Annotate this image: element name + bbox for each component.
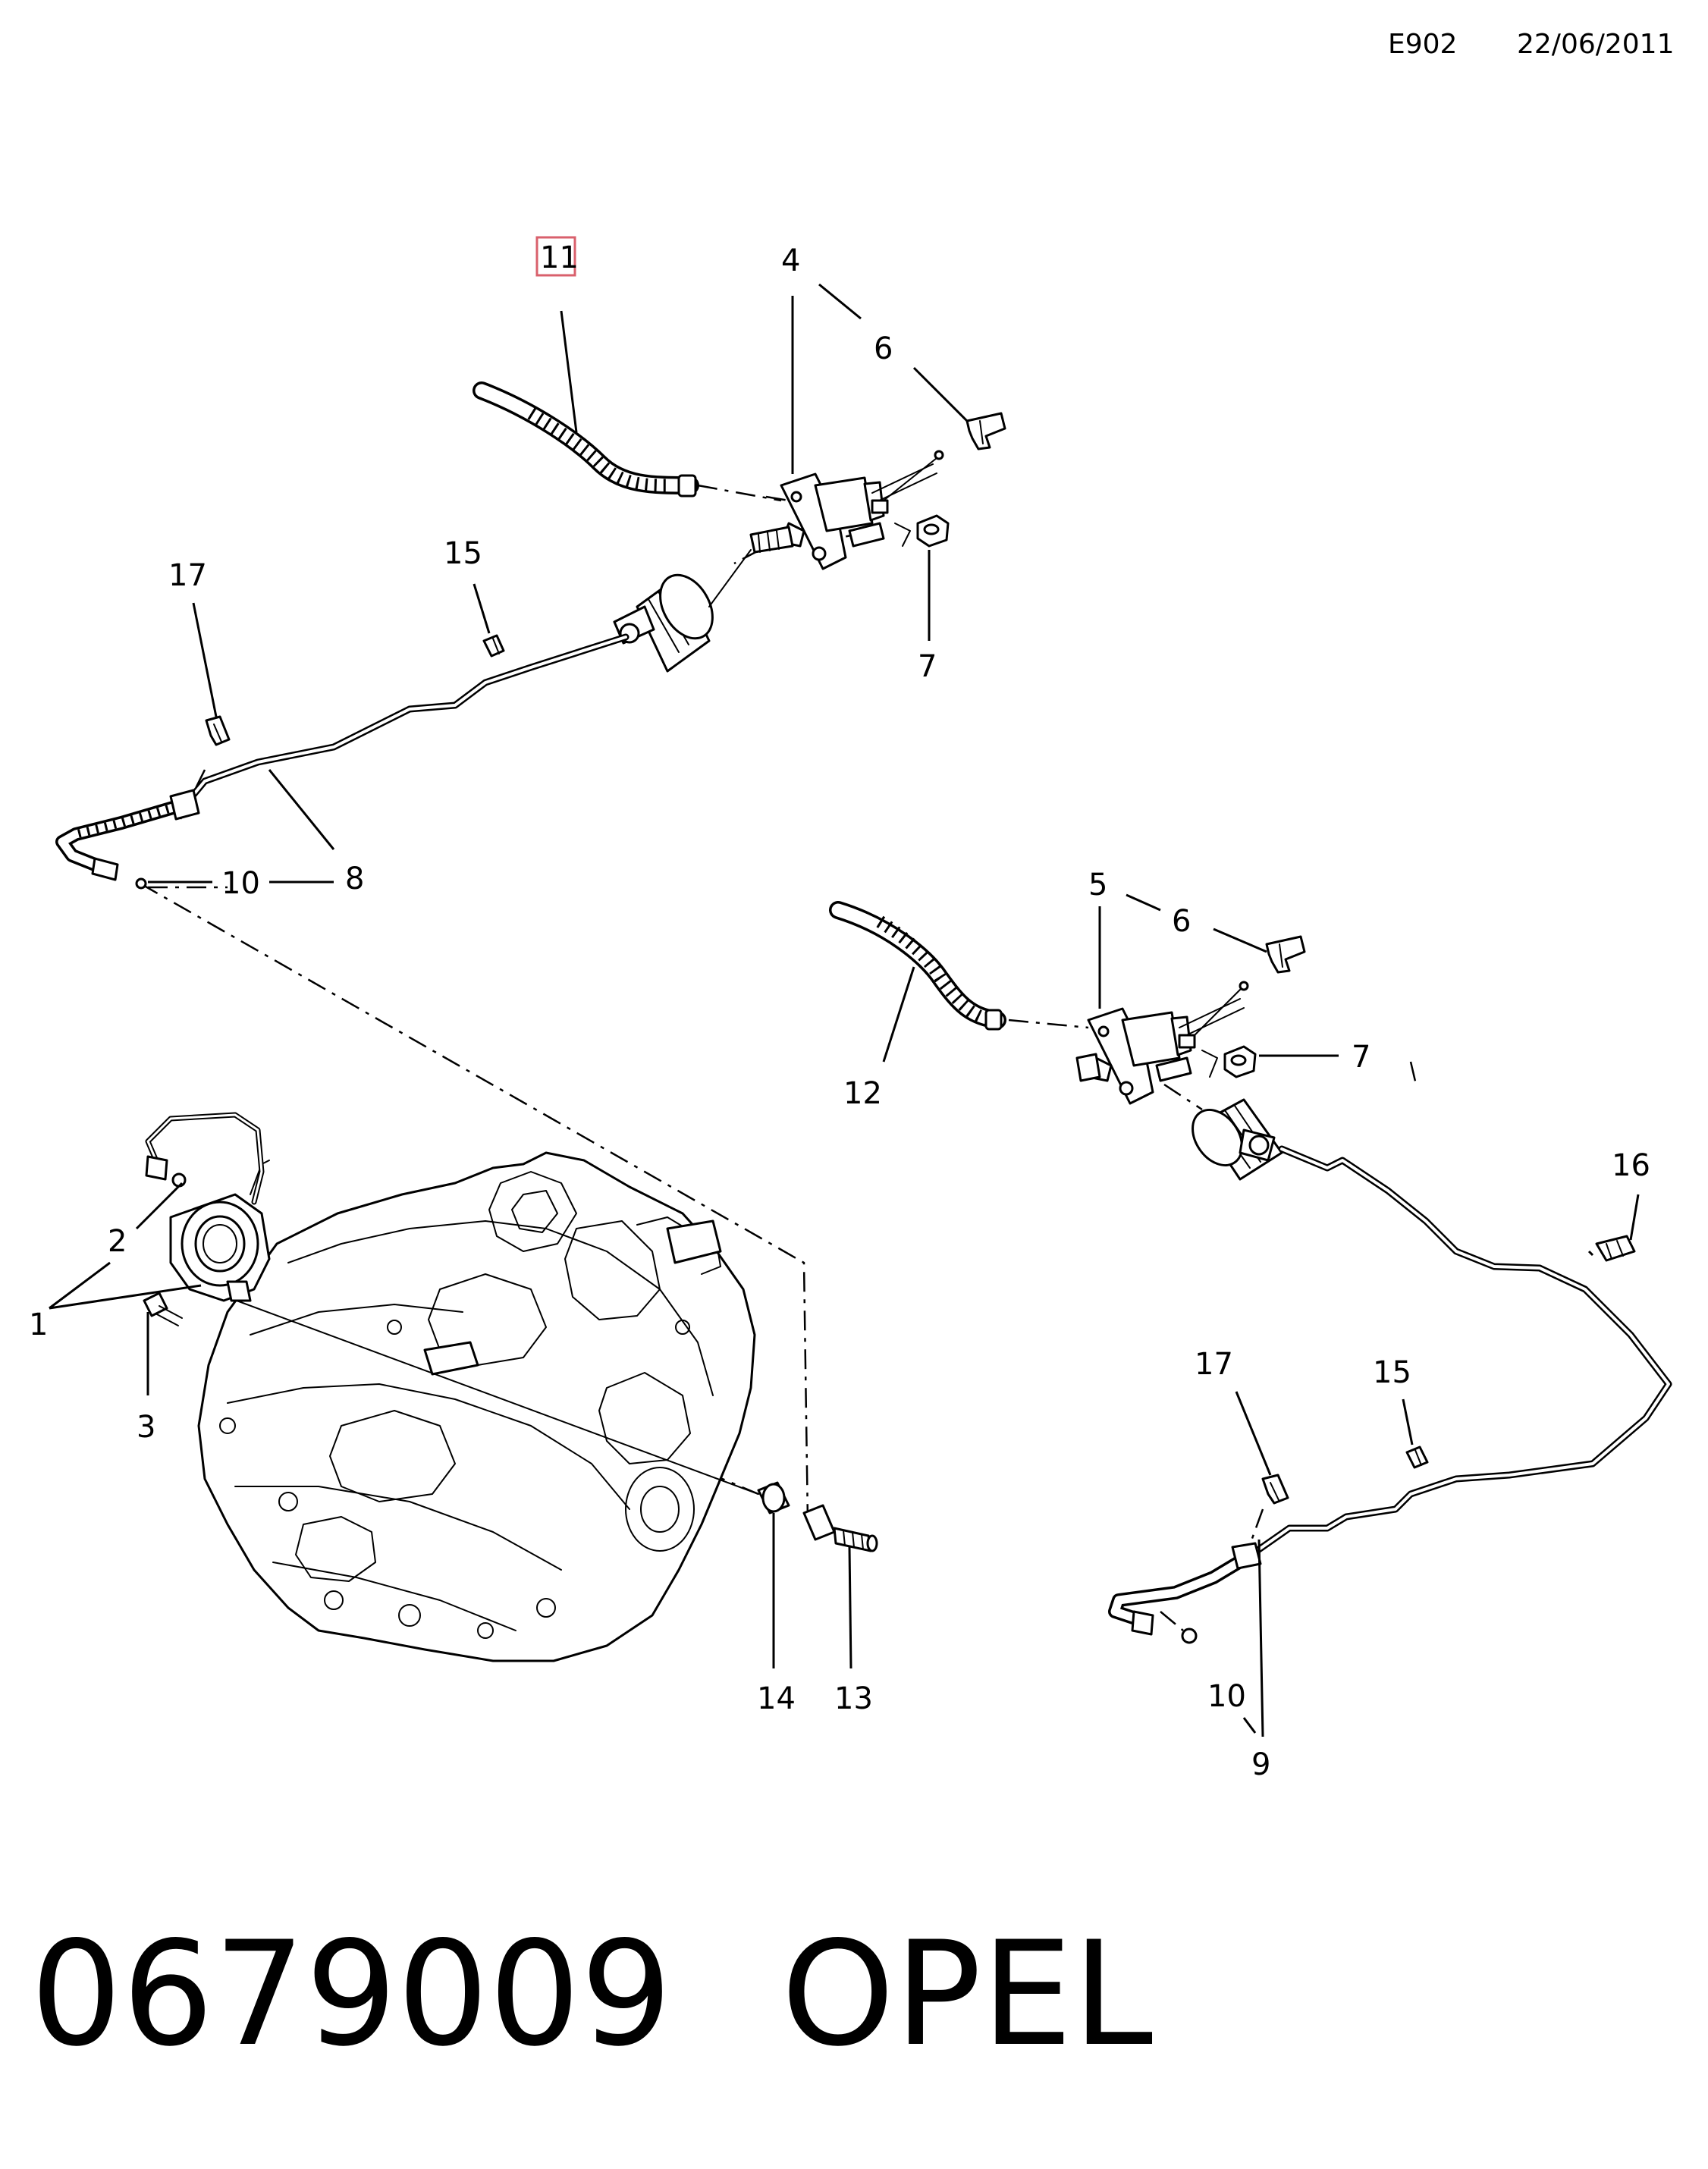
callout-12[interactable]: 12 xyxy=(843,1076,882,1111)
bushing-part-14 xyxy=(757,1481,790,1515)
callout-17-top[interactable]: 17 xyxy=(168,558,207,593)
callout-15-bot[interactable]: 15 xyxy=(1373,1355,1411,1390)
pipe-part-9 xyxy=(1248,1145,1672,1558)
callout-8[interactable]: 8 xyxy=(345,862,364,896)
right-assembly xyxy=(829,901,1672,1644)
hose-part-11 xyxy=(473,381,699,498)
clip-part-17-bot xyxy=(1261,1474,1289,1505)
callout-4[interactable]: 4 xyxy=(781,243,800,278)
callout-2[interactable]: 2 xyxy=(108,1224,127,1259)
pipe-connector-mid xyxy=(1192,1098,1283,1181)
stud-mid xyxy=(1201,1050,1218,1078)
fitting-part-13 xyxy=(802,1504,878,1552)
top-assembly xyxy=(55,381,1006,890)
callout-10-bot[interactable]: 10 xyxy=(1207,1679,1246,1714)
callouts: 11 4 6 17 15 7 10 8 5 6 7 12 16 2 1 3 17… xyxy=(29,236,1650,1782)
clip-part-16 xyxy=(1595,1235,1636,1262)
pipe-connector-top xyxy=(613,549,752,673)
gearbox-assembly xyxy=(197,1151,759,1662)
callout-11[interactable]: 11 xyxy=(540,240,579,275)
callout-15-top[interactable]: 15 xyxy=(444,536,482,571)
callout-5[interactable]: 5 xyxy=(1088,868,1107,902)
callout-7-mid[interactable]: 7 xyxy=(1352,1040,1370,1075)
brand-name: OPEL xyxy=(781,1910,1153,2078)
callout-16[interactable]: 16 xyxy=(1612,1148,1650,1183)
clip-part-6-top xyxy=(883,412,1006,501)
clip-part-15-bot xyxy=(1405,1445,1429,1469)
diagram-code: E902 xyxy=(1388,29,1457,60)
diagram-date: 22/06/2011 xyxy=(1517,29,1675,60)
callout-17-bot[interactable]: 17 xyxy=(1195,1347,1233,1382)
callout-7-top[interactable]: 7 xyxy=(918,649,937,684)
bolt-part-3 xyxy=(143,1292,183,1326)
part-number: 0679009 xyxy=(30,1910,672,2078)
master-cylinder-part-5 xyxy=(1075,998,1245,1105)
hose-part-12 xyxy=(829,901,1006,1031)
clip-part-15-top xyxy=(482,634,505,658)
callout-1[interactable]: 1 xyxy=(29,1307,48,1342)
callout-highlight-box xyxy=(535,236,576,277)
flex-hose-bottom xyxy=(1108,1542,1262,1644)
callout-6-mid[interactable]: 6 xyxy=(1172,904,1191,939)
master-cylinder-part-4 xyxy=(749,463,937,570)
callout-10-top[interactable]: 10 xyxy=(221,866,260,901)
leader-lines xyxy=(49,283,1640,1737)
release-bearing-part-1 xyxy=(145,1112,271,1302)
callout-6-top[interactable]: 6 xyxy=(874,331,893,366)
callout-9[interactable]: 9 xyxy=(1251,1747,1270,1782)
clip-part-17-top xyxy=(205,715,231,746)
stud-top xyxy=(894,523,911,547)
callout-13[interactable]: 13 xyxy=(834,1681,873,1716)
pipe-part-8 xyxy=(182,633,630,808)
clip-part-6-mid xyxy=(1194,935,1306,1036)
nut-part-7-mid xyxy=(1223,1045,1257,1078)
nut-part-7-top xyxy=(916,514,950,548)
flex-hose-left xyxy=(55,789,200,890)
callout-3[interactable]: 3 xyxy=(137,1410,155,1445)
callout-14[interactable]: 14 xyxy=(757,1681,796,1716)
